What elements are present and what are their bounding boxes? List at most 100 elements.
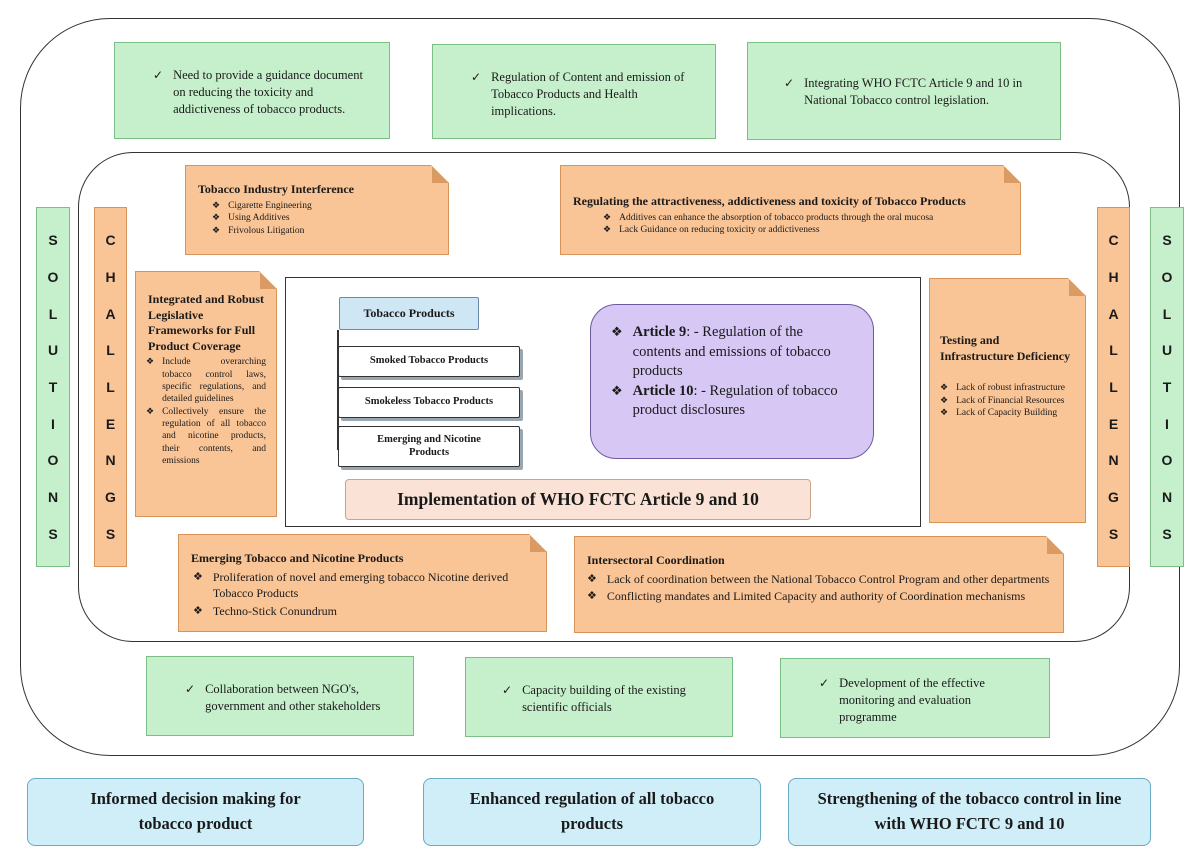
bullet-text: Cigarette Engineering xyxy=(228,200,312,211)
diamond-bullet-icon: ❖ xyxy=(193,603,203,617)
strip-letter: A xyxy=(1108,305,1119,322)
challenge-emerging-products: Emerging Tobacco and Nicotine Products ❖… xyxy=(178,534,547,632)
article9-text: : - Regulation of the contents and emiss… xyxy=(632,324,831,380)
implementation-title: Implementation of WHO FCTC Article 9 and… xyxy=(345,479,811,520)
challenge-intersectoral: Intersectoral Coordination ❖ Lack of coor… xyxy=(574,536,1064,633)
strip-letter: S xyxy=(1162,525,1172,542)
strip-letter: A xyxy=(105,305,116,322)
strip-letter: T xyxy=(1162,378,1172,395)
strip-letter: I xyxy=(51,415,55,432)
bullet-text: Lack of Capacity Building xyxy=(956,408,1058,419)
diamond-bullet-icon: ❖ xyxy=(212,200,221,211)
products-connector-line xyxy=(337,330,339,450)
challenge-title: Regulating the attractiveness, addictive… xyxy=(573,194,966,208)
diamond-bullet-icon: ❖ xyxy=(212,225,221,236)
diamond-bullet-icon: ❖ xyxy=(146,357,155,368)
strip-letter: G xyxy=(1108,488,1119,505)
bullet-text: Techno-Stick Conundrum xyxy=(212,603,338,618)
strip-letter: H xyxy=(1108,268,1119,285)
diamond-bullet-icon: ❖ xyxy=(587,588,597,602)
diamond-bullet-icon: ❖ xyxy=(611,325,623,340)
strip-letter: N xyxy=(47,488,59,505)
strip-letter: C xyxy=(1108,232,1119,249)
challenges-strip-right: C H A L L E N G S xyxy=(1097,207,1130,567)
strip-letter: S xyxy=(48,232,58,249)
solution-text: Integrating WHO FCTC Article 9 and 10 in… xyxy=(804,76,1023,107)
strip-letter: U xyxy=(1161,342,1173,359)
solution-box-guidance: ✓ Need to provide a guidance document on … xyxy=(114,42,390,139)
tobacco-products-header: Tobacco Products xyxy=(339,297,479,330)
strip-letter: N xyxy=(105,452,116,469)
strip-letter: T xyxy=(48,378,58,395)
bullet-text: Using Additives xyxy=(228,213,290,224)
solution-text: Regulation of Content and emission of To… xyxy=(491,70,685,118)
bullet-text: Lack of Financial Resources xyxy=(956,395,1065,406)
article10-text: : - Regulation of tobacco product disclo… xyxy=(632,382,838,419)
check-icon: ✓ xyxy=(153,68,164,82)
challenge-title: Testing and Infrastructure Deficiency xyxy=(940,333,1071,363)
challenge-testing-infrastructure: Testing and Infrastructure Deficiency ❖ L… xyxy=(929,278,1086,523)
diamond-bullet-icon: ❖ xyxy=(940,395,949,406)
challenge-legislative-frameworks: Integrated and Robust Legislative Framew… xyxy=(135,271,277,517)
bullet-text: Include overarching tobacco control laws… xyxy=(162,357,266,405)
strip-letter: E xyxy=(1108,415,1119,432)
solution-text: Need to provide a guidance document on r… xyxy=(173,68,363,116)
check-icon: ✓ xyxy=(185,682,196,696)
article9-label: Article 9 xyxy=(632,324,687,340)
solutions-strip-right: S O L U T I O N S xyxy=(1150,207,1184,567)
bullet-text: Frivolous Litigation xyxy=(228,225,305,236)
bullet-text: Proliferation of novel and emerging toba… xyxy=(212,569,509,600)
outcome-enhanced-regulation: Enhanced regulation of all tobacco produ… xyxy=(423,778,761,846)
diamond-bullet-icon: ❖ xyxy=(146,406,155,417)
diamond-bullet-icon: ❖ xyxy=(603,225,612,236)
strip-letter: L xyxy=(1109,378,1118,395)
article10-label: Article 10 xyxy=(632,382,694,399)
challenge-industry-interference: Tobacco Industry Interference ❖Cigarette… xyxy=(185,165,449,255)
articles-box: ❖ Article 9: - Regulation of the content… xyxy=(590,304,874,459)
bullet-text: Lack of coordination between the Nationa… xyxy=(606,571,1050,586)
strip-letter: L xyxy=(1162,305,1172,322)
strip-letter: E xyxy=(105,415,116,432)
bullet-text: Lack of robust infrastructure xyxy=(956,383,1066,394)
product-emerging: Emerging and Nicotine Products xyxy=(338,426,520,467)
diamond-bullet-icon: ❖ xyxy=(940,408,949,419)
strip-letter: L xyxy=(1109,342,1118,359)
check-icon: ✓ xyxy=(502,683,513,697)
diamond-bullet-icon: ❖ xyxy=(587,571,597,585)
challenge-title: Emerging Tobacco and Nicotine Products xyxy=(191,551,404,565)
bullet-text: Lack Guidance on reducing toxicity or ad… xyxy=(619,225,820,236)
strip-letter: L xyxy=(48,305,58,322)
challenge-attractiveness: Regulating the attractiveness, addictive… xyxy=(560,165,1021,255)
bullet-text: Additives can enhance the absorption of … xyxy=(619,212,934,223)
strip-letter: U xyxy=(47,342,59,359)
strip-letter: O xyxy=(47,452,59,469)
strip-letter: O xyxy=(1161,452,1173,469)
strip-letter: S xyxy=(1162,232,1172,249)
solution-text: Development of the effective monitoring … xyxy=(839,676,985,724)
strip-letter: G xyxy=(105,488,116,505)
strip-letter: O xyxy=(47,268,59,285)
bullet-text: Collectively ensure the regulation of al… xyxy=(162,406,266,467)
strip-letter: I xyxy=(1165,415,1169,432)
strip-letter: S xyxy=(48,525,58,542)
product-smoked: Smoked Tobacco Products xyxy=(338,346,520,377)
solution-box-monitoring: ✓Development of the effective monitoring… xyxy=(780,658,1050,738)
diamond-bullet-icon: ❖ xyxy=(603,212,612,223)
strip-letter: N xyxy=(1108,452,1119,469)
solution-box-content-regulation: ✓Regulation of Content and emission of T… xyxy=(432,44,716,139)
challenge-title: Intersectoral Coordination xyxy=(587,553,725,567)
bullet-text: Conflicting mandates and Limited Capacit… xyxy=(606,588,1026,603)
strip-letter: O xyxy=(1161,268,1173,285)
challenge-title: Integrated and Robust Legislative Framew… xyxy=(148,292,265,353)
strip-letter: H xyxy=(105,268,116,285)
strip-letter: N xyxy=(1161,488,1173,505)
solutions-strip-left: S O L U T I O N S xyxy=(36,207,70,567)
strip-letter: S xyxy=(105,525,116,542)
strip-letter: S xyxy=(1108,525,1119,542)
diamond-bullet-icon: ❖ xyxy=(212,213,221,224)
diamond-bullet-icon: ❖ xyxy=(940,383,949,394)
outcome-informed-decision: Informed decision making for tobacco pro… xyxy=(27,778,364,846)
strip-letter: L xyxy=(106,342,115,359)
solution-box-collaboration: ✓Collaboration between NGO's, government… xyxy=(146,656,414,736)
